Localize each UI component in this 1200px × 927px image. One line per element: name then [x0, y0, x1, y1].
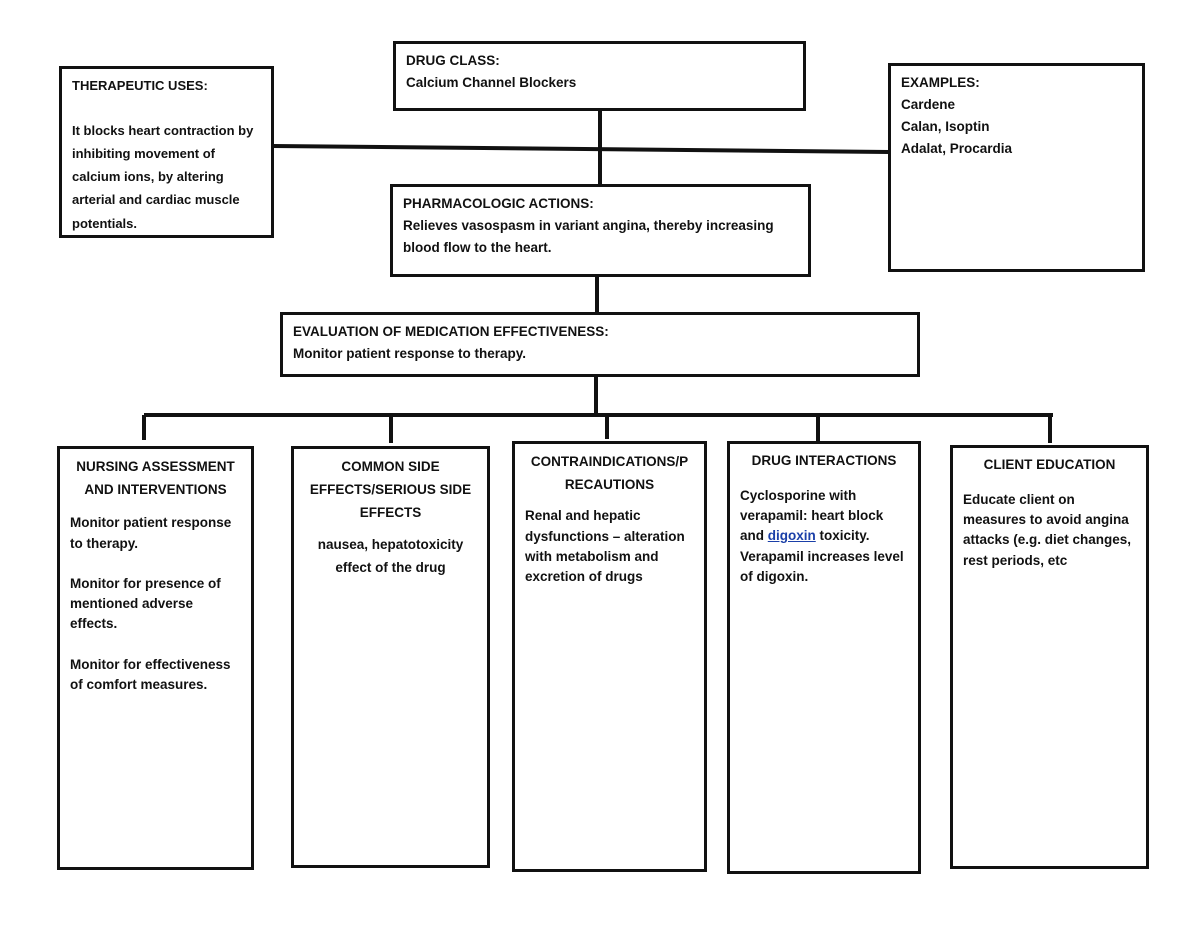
examples-box: EXAMPLES: Cardene Calan, Isoptin Adalat,…: [888, 63, 1145, 272]
drug-interactions-text: Cyclosporine with verapamil: heart block…: [740, 486, 908, 587]
drug-interactions-text-after: toxicity. Verapamil increases level of d…: [740, 528, 904, 584]
drug-interactions-heading: DRUG INTERACTIONS: [751, 453, 897, 468]
nursing-item: Monitor for presence of mentioned advers…: [70, 575, 221, 632]
example-item: Calan, Isoptin: [901, 118, 990, 134]
contraindications-box: CONTRAINDICATIONS/P RECAUTIONS Renal and…: [512, 441, 707, 872]
evaluation-heading: EVALUATION OF MEDICATION EFFECTIVENESS:: [293, 324, 609, 339]
pharmacologic-actions-box: PHARMACOLOGIC ACTIONS: Relieves vasospas…: [390, 184, 811, 277]
therapeutic-uses-text: It blocks heart contraction by inhibitin…: [72, 123, 254, 231]
example-item: Cardene: [901, 96, 956, 112]
drug-class-value: Calcium Channel Blockers: [406, 74, 577, 90]
example-item: Adalat, Procardia: [901, 140, 1013, 156]
examples-heading: EXAMPLES:: [901, 75, 980, 90]
evaluation-box: EVALUATION OF MEDICATION EFFECTIVENESS: …: [280, 312, 920, 377]
evaluation-text: Monitor patient response to therapy.: [293, 345, 527, 361]
side-effects-text: nausea, hepatotoxicity effect of the dru…: [317, 536, 464, 575]
client-education-text: Educate client on measures to avoid angi…: [963, 491, 1132, 568]
contraindications-text: Renal and hepatic dysfunctions – alterat…: [525, 508, 685, 585]
nursing-heading: NURSING ASSESSMENT AND INTERVENTIONS: [76, 459, 235, 498]
contraindications-heading: CONTRAINDICATIONS/P RECAUTIONS: [530, 454, 689, 493]
client-education-box: CLIENT EDUCATION Educate client on measu…: [950, 445, 1149, 869]
nursing-item: Monitor patient response to therapy.: [70, 515, 232, 551]
therapeutic-uses-heading: THERAPEUTIC USES:: [72, 78, 208, 93]
drug-class-heading: DRUG CLASS:: [406, 53, 500, 68]
pharmacologic-actions-heading: PHARMACOLOGIC ACTIONS:: [403, 196, 594, 211]
side-effects-heading: COMMON SIDE EFFECTS/SERIOUS SIDE EFFECTS: [309, 459, 472, 521]
pharmacologic-actions-text: Relieves vasospasm in variant angina, th…: [403, 217, 774, 255]
digoxin-link[interactable]: digoxin: [767, 528, 816, 544]
drug-interactions-text-before: Cyclosporine with verapamil: heart block…: [740, 487, 884, 544]
nursing-item: Monitor for effectiveness of comfort mea…: [70, 656, 231, 692]
nursing-box: NURSING ASSESSMENT AND INTERVENTIONS Mon…: [57, 446, 254, 870]
therapeutic-uses-box: THERAPEUTIC USES: It blocks heart contra…: [59, 66, 274, 238]
line-uses-to-examples: [272, 144, 890, 154]
side-effects-box: COMMON SIDE EFFECTS/SERIOUS SIDE EFFECTS…: [291, 446, 490, 868]
client-education-heading: CLIENT EDUCATION: [983, 457, 1116, 472]
drug-class-box: DRUG CLASS: Calcium Channel Blockers: [393, 41, 806, 111]
drug-interactions-box: DRUG INTERACTIONS Cyclosporine with vera…: [727, 441, 921, 874]
